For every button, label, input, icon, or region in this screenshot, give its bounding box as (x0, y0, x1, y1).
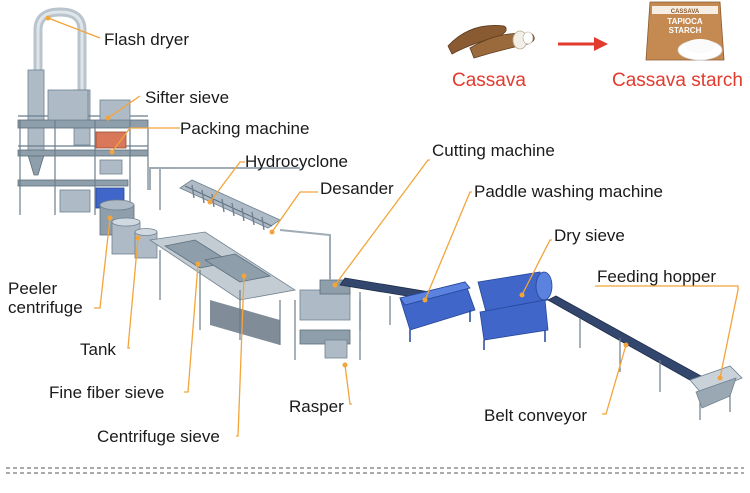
cassava-starch-label: Cassava starch (612, 70, 743, 91)
paddle-washing-machine (399, 281, 476, 342)
label-dry-sieve: Dry sieve (554, 226, 625, 245)
rasper-unit (294, 279, 361, 360)
belt-conveyor (547, 295, 713, 405)
label-packing-machine: Packing machine (180, 119, 309, 138)
label-peeler: Peeler (8, 279, 57, 298)
sifter-and-packing-unit (95, 131, 127, 209)
cassava-roots-icon (447, 25, 535, 59)
dry-sieve-drum (477, 271, 553, 350)
sieve-platform (148, 231, 297, 345)
component-labels: Flash dryer Sifter sieve Packing machine… (8, 30, 716, 446)
pipes (149, 167, 331, 280)
package-text-line1: TAPIOCA (667, 17, 703, 26)
label-centrifuge: centrifuge (8, 298, 83, 317)
label-sifter-sieve: Sifter sieve (145, 88, 229, 107)
package-text-line2: STARCH (669, 26, 702, 35)
leader-lines (45, 15, 739, 437)
label-desander: Desander (320, 179, 394, 198)
label-rasper: Rasper (289, 397, 344, 416)
product-illustration: Cassava CASSAVA TAPIOCA STARCH Cassava s… (447, 1, 743, 91)
tapioca-starch-package: CASSAVA TAPIOCA STARCH (645, 1, 725, 61)
label-fine-fiber-sieve: Fine fiber sieve (49, 383, 164, 402)
label-tank: Tank (80, 340, 116, 359)
conversion-arrow-icon (558, 37, 608, 51)
label-belt-conveyor: Belt conveyor (484, 406, 587, 425)
label-flash-dryer: Flash dryer (104, 30, 189, 49)
steel-platform (17, 89, 149, 215)
label-centrifuge-sieve: Centrifuge sieve (97, 427, 220, 446)
bottom-divider (6, 467, 744, 474)
cassava-label: Cassava (452, 70, 526, 91)
label-feeding-hopper: Feeding hopper (597, 267, 716, 286)
label-paddle-washing-machine: Paddle washing machine (474, 182, 663, 201)
label-hydrocyclone: Hydrocyclone (245, 152, 348, 171)
production-line-illustration (17, 7, 743, 420)
peeler-centrifuge-and-tank (99, 199, 158, 259)
hydrocyclone-rack (159, 167, 300, 231)
feeding-hopper-machine (689, 365, 743, 420)
package-brand: CASSAVA (671, 9, 700, 15)
label-cutting-machine: Cutting machine (432, 141, 555, 160)
